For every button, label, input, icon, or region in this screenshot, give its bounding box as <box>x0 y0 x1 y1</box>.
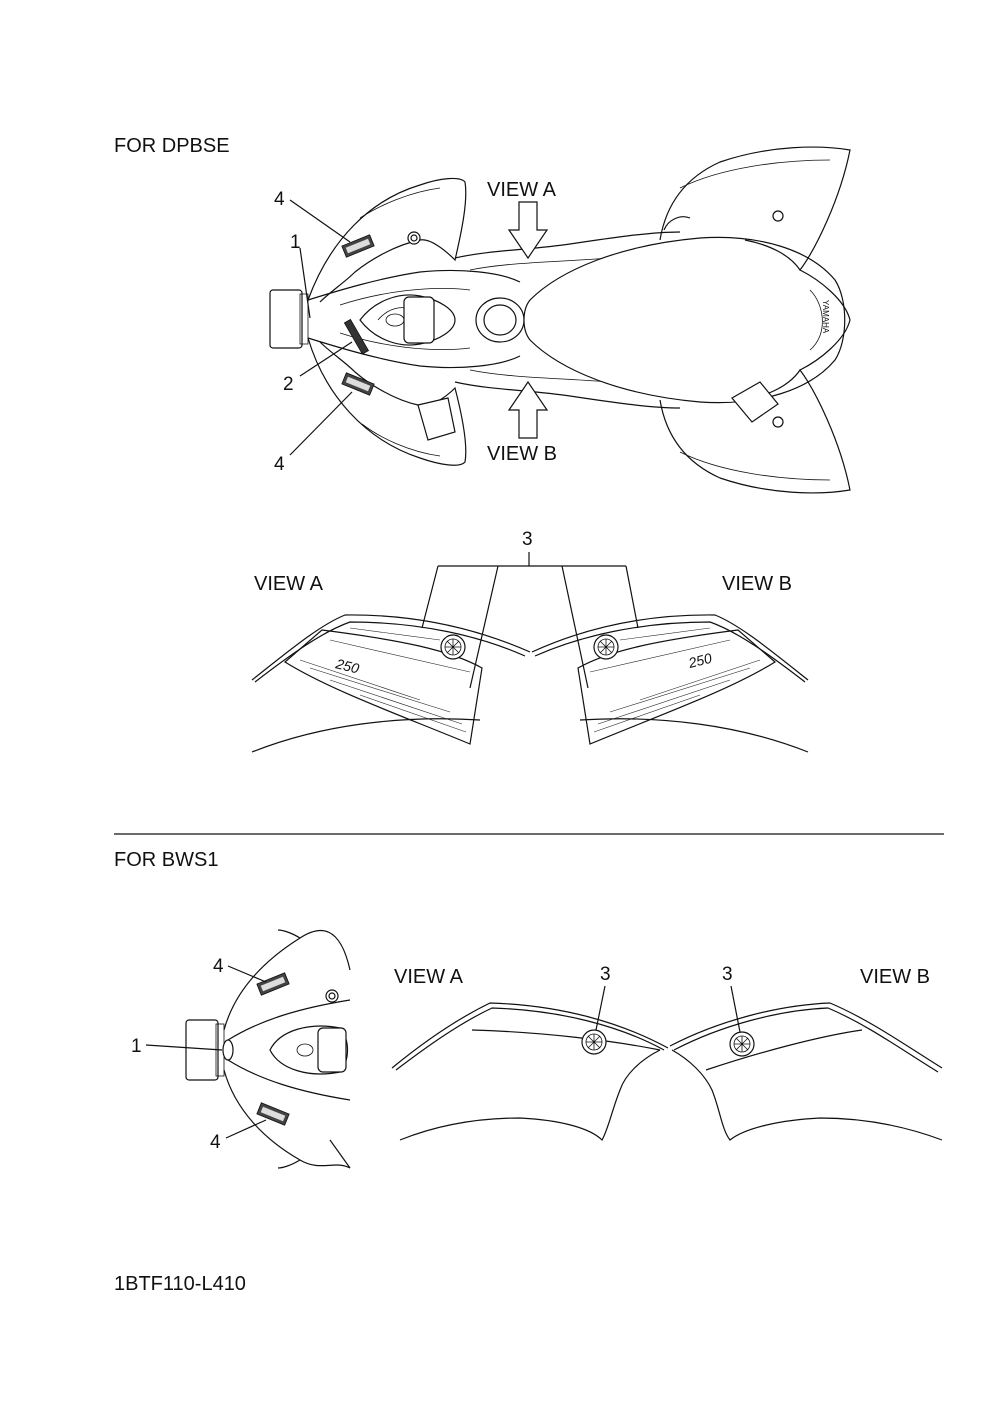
bws1-leaders <box>145 965 267 1139</box>
callout-4-lower: 4 <box>274 454 285 475</box>
view-b-model-text: 250 <box>686 650 714 671</box>
footer-code: 1BTF110-L410 <box>114 1273 246 1295</box>
rear-lower-bolt <box>772 416 784 428</box>
bws1-view-b-label: VIEW B <box>860 966 930 988</box>
front-lower-fender <box>307 337 467 466</box>
rear-lower-fender-line <box>679 451 831 481</box>
callout-1: 1 <box>290 232 301 253</box>
handlebar-center <box>385 313 405 327</box>
decal-2 <box>343 318 370 355</box>
bws1-top-view-atv <box>185 929 351 1169</box>
leader-2 <box>299 341 353 377</box>
detail-view-b-label: VIEW B <box>722 573 792 595</box>
leader-1 <box>299 247 311 319</box>
front-knob-top-center <box>410 234 418 242</box>
detail-view-a-label: VIEW A <box>254 573 324 595</box>
side-upper-edge <box>454 231 681 259</box>
decal-4-upper <box>341 234 375 258</box>
rear-upper-bolt <box>772 210 784 222</box>
front-lower-plate <box>417 397 456 441</box>
seat <box>523 236 846 404</box>
nose-lower-edge <box>307 337 521 369</box>
detail-view-a-panel: 250 <box>251 614 531 753</box>
fuel-cap-inner <box>483 304 517 336</box>
leader-4-upper <box>289 199 351 243</box>
rear-plate <box>731 381 779 423</box>
bws1-callout-3-b: 3 <box>722 964 733 985</box>
handlebar-pod <box>359 294 456 346</box>
headlight-box <box>269 289 303 349</box>
rear-upper-fender <box>659 146 851 272</box>
bws1-heading: FOR BWS1 <box>114 849 218 871</box>
nose-inner-line-1 <box>339 288 471 306</box>
side-lower-inner <box>469 369 611 383</box>
view-b-arrow <box>507 380 549 439</box>
bws1-callout-1: 1 <box>131 1036 142 1057</box>
rear-upper-mudguard <box>663 216 691 231</box>
callout-2: 2 <box>283 374 294 395</box>
seat-tail-line <box>809 289 823 351</box>
bws1-view-a-label: VIEW A <box>394 966 464 988</box>
nose-upper-edge <box>307 269 521 301</box>
view-a-label: VIEW A <box>487 179 557 201</box>
bws1-view-b-panel <box>669 1002 943 1141</box>
detail-callout-3: 3 <box>522 529 533 550</box>
side-upper-inner <box>469 257 611 271</box>
dpbse-top-leaders <box>289 199 353 456</box>
view-a-model-text: 250 <box>333 655 361 676</box>
bws1-view-a-panel <box>391 1002 669 1141</box>
front-upper-fender-line <box>359 187 441 219</box>
dpbse-heading: FOR DPBSE <box>114 135 230 157</box>
view-b-label: VIEW B <box>487 443 557 465</box>
bws1-callout-3-a: 3 <box>600 964 611 985</box>
headlight-mount <box>299 293 309 345</box>
bws1-callout-4-lower: 4 <box>210 1132 221 1153</box>
leader-4-lower <box>289 391 353 456</box>
handlebar-clamp <box>403 296 435 344</box>
rear-lower-fender <box>659 368 851 494</box>
view-a-arrow <box>507 201 549 260</box>
front-upper-fender <box>307 177 467 303</box>
side-lower-edge <box>454 381 681 409</box>
decal-4-lower <box>341 372 375 396</box>
dpbse-top-view-atv: YAMAHA <box>269 146 851 494</box>
rear-upper-fender-line <box>679 159 831 189</box>
seat-brand-text: YAMAHA <box>821 300 830 334</box>
callout-4-upper: 4 <box>274 189 285 210</box>
rear-tail <box>799 269 851 371</box>
bws1-callout-4-upper: 4 <box>213 956 224 977</box>
front-lower-fender-line <box>361 423 441 457</box>
detail-view-b-panel: 250 <box>531 614 809 753</box>
detail-3-leaders <box>421 552 639 689</box>
